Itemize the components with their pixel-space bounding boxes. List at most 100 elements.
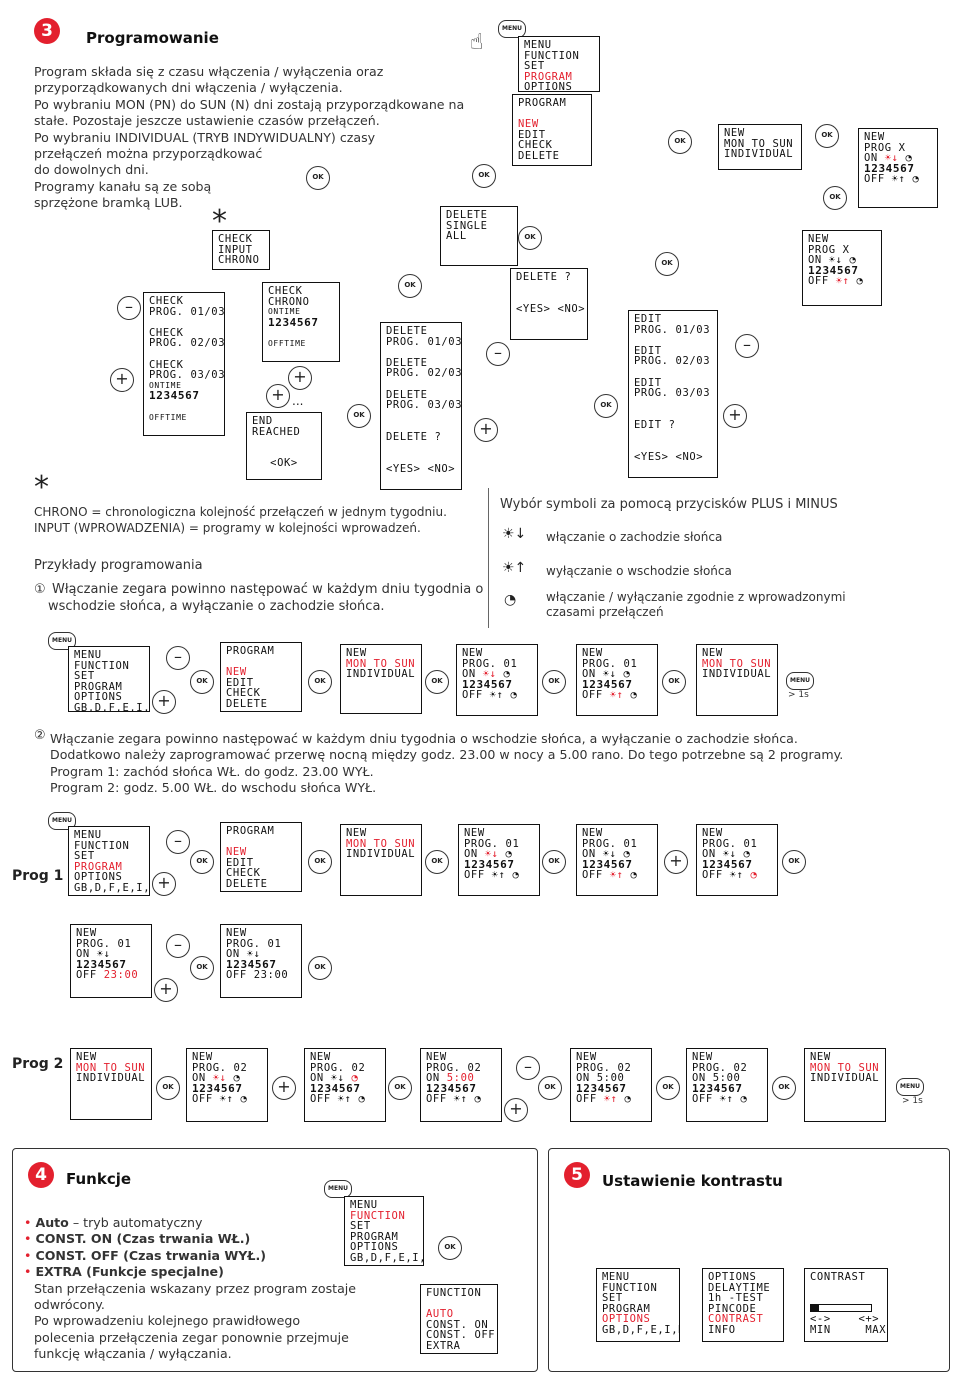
plus-button[interactable]: +: [110, 368, 134, 392]
section-title: Programowanie: [86, 29, 219, 47]
lcd-new-prog02: NEW PROG. 02 ON 5:00 1234567 OFF ☀↑ ◔: [420, 1048, 502, 1122]
lcd-line: CHECK: [218, 233, 253, 245]
ok-button[interactable]: OK: [156, 1076, 180, 1100]
plus-button[interactable]: +: [266, 384, 290, 408]
lcd-menu: MENU FUNCTION SET PROGRAM OPTIONS: [518, 36, 600, 92]
ok-button[interactable]: OK: [425, 850, 449, 874]
ok-button[interactable]: OK: [398, 274, 422, 298]
ok-button[interactable]: OK: [306, 166, 330, 190]
lcd-line: PROGRAM: [602, 1302, 651, 1315]
lcd-line: PROG X: [864, 141, 906, 154]
ok-button[interactable]: OK: [190, 956, 214, 980]
lcd-line: NEW: [692, 1051, 713, 1063]
hold-label: > 1s: [788, 690, 809, 700]
minus-button[interactable]: –: [166, 830, 190, 854]
plus-button[interactable]: +: [154, 978, 178, 1002]
lcd-new-prog01: NEW PROG. 01 ON ☀↓ ◔ 1234567 OFF ☀↑ ◔: [576, 824, 658, 896]
lcd-line: OFF: [426, 1093, 447, 1106]
menu-button[interactable]: MENU: [896, 1078, 924, 1096]
lcd-line: DELETE ?: [516, 271, 572, 283]
ok-button[interactable]: OK: [772, 1076, 796, 1100]
ok-button[interactable]: OK: [472, 164, 496, 188]
ok-button[interactable]: OK: [656, 1076, 680, 1100]
lcd-new-prog01: NEW PROG. 01 ON ☀↓ ◔ 1234567 OFF ☀↑ ◔: [696, 824, 778, 896]
ok-button[interactable]: OK: [542, 850, 566, 874]
ok-button[interactable]: OK: [347, 404, 371, 428]
menu-button[interactable]: MENU: [48, 632, 76, 650]
lcd-line: MON TO SUN: [76, 1061, 146, 1074]
menu-button[interactable]: MENU: [324, 1180, 352, 1198]
lcd-line: CONTRAST: [810, 1271, 866, 1283]
lcd-contrast: CONTRAST <-> <+> MIN MAX: [804, 1268, 888, 1342]
lcd-line: OPTIONS: [74, 871, 123, 884]
ok-button[interactable]: OK: [425, 670, 449, 694]
ok-button[interactable]: OK: [308, 850, 332, 874]
minus-button[interactable]: –: [486, 342, 510, 366]
lcd-line: PROG. 01: [582, 657, 638, 670]
minus-button[interactable]: –: [166, 934, 190, 958]
ok-button[interactable]: OK: [655, 252, 679, 276]
plus-button[interactable]: +: [474, 418, 498, 442]
minus-button[interactable]: –: [117, 296, 141, 320]
ok-button[interactable]: OK: [518, 226, 542, 250]
lcd-line: NEW: [76, 1051, 97, 1063]
lcd-new-mon: NEW MON TO SUN INDIVIDUAL: [340, 644, 422, 714]
lcd-line: PROG. 01: [582, 837, 638, 850]
lcd-line: GB,D,F,E,I,NL: [602, 1323, 679, 1336]
ok-button[interactable]: OK: [782, 850, 806, 874]
lcd-line: ON: [808, 254, 822, 267]
plus-button[interactable]: +: [152, 690, 176, 714]
lcd-line: OFF: [582, 689, 603, 702]
lcd-line: PROG. 02/03: [149, 337, 225, 350]
contrast-fill: [811, 1304, 819, 1311]
minus-button[interactable]: –: [735, 334, 759, 358]
ok-button[interactable]: OK: [538, 1076, 562, 1100]
menu-button[interactable]: MENU: [498, 20, 526, 38]
lcd-time: 5:00: [446, 1072, 475, 1085]
lcd-line: CHRONO: [268, 295, 310, 308]
ok-button[interactable]: OK: [815, 124, 839, 148]
ok-button[interactable]: OK: [190, 850, 214, 874]
plus-button[interactable]: +: [664, 850, 688, 874]
lcd-line: NEW: [702, 827, 723, 839]
para-line: Programy kanału są ze sobą: [34, 178, 212, 194]
lcd-line: OFF: [576, 1093, 597, 1106]
plus-button[interactable]: +: [504, 1098, 528, 1122]
ok-button[interactable]: OK: [823, 186, 847, 210]
ok-button[interactable]: OK: [668, 130, 692, 154]
plus-button[interactable]: +: [288, 366, 312, 390]
lcd-line: NEW: [702, 647, 723, 659]
plus-button[interactable]: +: [152, 872, 176, 896]
menu-button[interactable]: MENU: [786, 672, 814, 690]
lcd-line: INDIVIDUAL: [702, 668, 772, 681]
ok-button[interactable]: OK: [308, 670, 332, 694]
lcd-line: DELETE: [386, 325, 428, 337]
minus-button[interactable]: –: [166, 646, 190, 670]
ok-button[interactable]: OK: [308, 956, 332, 980]
section-5-box: [548, 1148, 950, 1372]
lcd-line: ON: [582, 668, 596, 681]
lcd-new-prog01: NEW PROG. 01 ON ☀↓ ◔ 1234567 OFF ☀↑ ◔: [576, 644, 658, 716]
lcd-line: GB,D,F,E,I,NL: [74, 701, 150, 712]
minus-button[interactable]: –: [516, 1056, 540, 1080]
lcd-line: PINCODE: [708, 1302, 757, 1315]
plus-button[interactable]: +: [723, 404, 747, 428]
plus-button[interactable]: +: [272, 1076, 296, 1100]
ok-button[interactable]: OK: [662, 670, 686, 694]
lcd-days: 1234567: [576, 1081, 627, 1095]
para-line: przełączeń można przyporządkować: [34, 146, 263, 162]
function-name: CONST. OFF (Czas trwania WYŁ.): [35, 1247, 267, 1263]
ok-button[interactable]: OK: [438, 1236, 462, 1260]
lcd-line: ON: [310, 1072, 324, 1085]
lcd-program: PROGRAM NEW EDIT CHECK DELETE: [220, 822, 302, 892]
ok-button[interactable]: OK: [190, 670, 214, 694]
ok-button[interactable]: OK: [542, 670, 566, 694]
ok-button[interactable]: OK: [594, 394, 618, 418]
lcd-line: DELETE: [386, 356, 428, 369]
menu-button[interactable]: MENU: [48, 812, 76, 830]
lcd-line: <YES> <NO>: [516, 302, 586, 315]
lcd-menu: MENU FUNCTION SET PROGRAM OPTIONS GB,D,F…: [596, 1268, 680, 1342]
lcd-line: OFF: [864, 173, 885, 186]
lcd-new-mon: NEW MON TO SUN INDIVIDUAL: [804, 1048, 886, 1122]
ok-button[interactable]: OK: [388, 1076, 412, 1100]
